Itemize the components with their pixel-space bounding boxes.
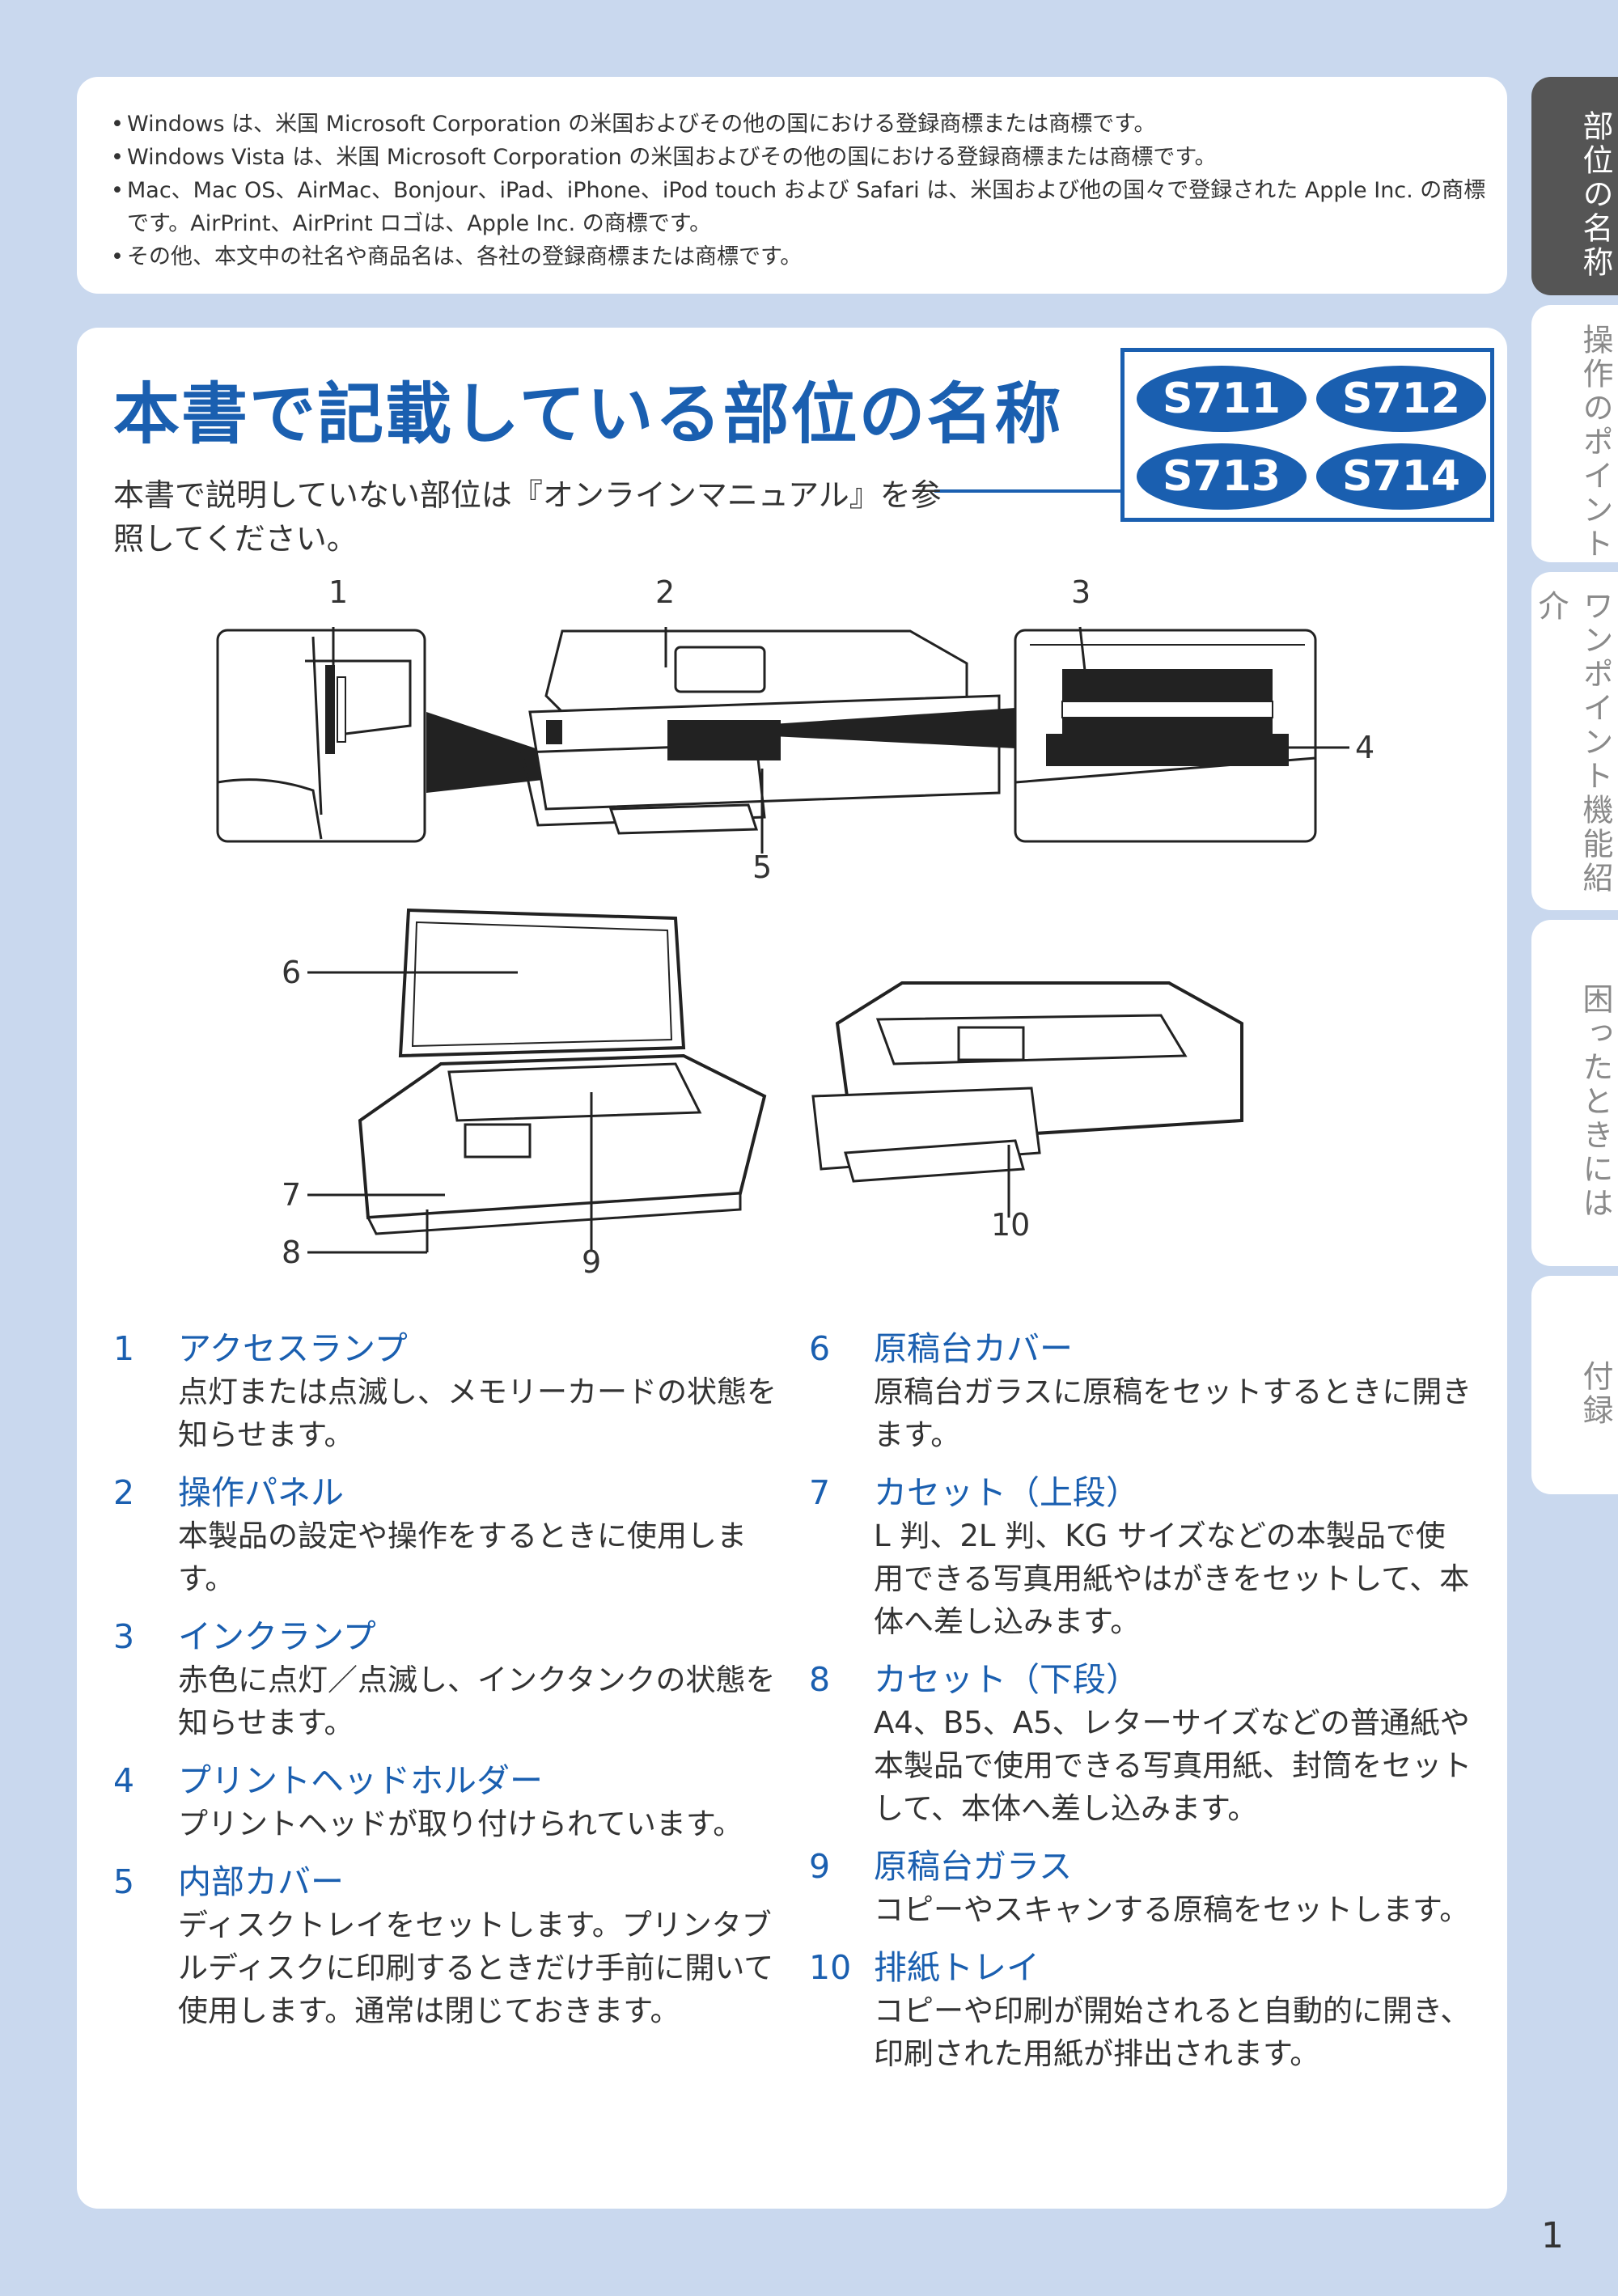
part-number: 2 [113, 1473, 135, 1512]
page-title: 本書で記載している部位の名称 [113, 376, 1063, 453]
part-name: 内部カバー [178, 1862, 344, 1901]
model-badge-box: S711 S712 S713 S714 [1120, 348, 1494, 522]
zoom-wedge [773, 708, 1015, 748]
part-description: コピーやスキャンする原稿をセットします。 [874, 1892, 1470, 1927]
trademark-notice: Windows は、米国 Microsoft Corporation の米国およ… [77, 77, 1507, 294]
part-name: 原稿台ガラス [874, 1847, 1073, 1886]
callout-3: 3 [1071, 574, 1091, 610]
callout-4: 4 [1355, 730, 1375, 765]
part-item: 9 原稿台ガラス コピーやスキャンする原稿をセットします。 [809, 1845, 1472, 1931]
trademark-list: Windows は、米国 Microsoft Corporation の米国およ… [77, 77, 1507, 273]
model-badge: S713 [1137, 443, 1307, 510]
tab-troubleshooting[interactable]: 困ったときには [1531, 920, 1618, 1266]
main-content: 本書で記載している部位の名称 S711 S712 S713 S714 本書で説明… [77, 328, 1507, 2209]
part-number: 10 [809, 1948, 852, 1987]
part-name: 操作パネル [178, 1473, 344, 1512]
part-name: プリントヘッドホルダー [178, 1761, 543, 1800]
scanner-open-figure [358, 908, 767, 1235]
tab-part-names[interactable]: 部位の名称 [1531, 77, 1618, 295]
part-item: 8 カセット（下段） A4、B5、A5、レターサイズなどの普通紙や本製品で使用で… [809, 1658, 1472, 1830]
part-item: 10 排紙トレイ コピーや印刷が開始されると自動的に開き、印刷された用紙が排出さ… [809, 1946, 1472, 2075]
part-item: 6 原稿台カバー 原稿台ガラスに原稿をセットするときに開きます。 [809, 1327, 1472, 1456]
tab-appendix[interactable]: 付録 [1531, 1276, 1618, 1494]
callout-9: 9 [582, 1244, 602, 1280]
part-description: ディスクトレイをセットします。プリンタブルディスクに印刷するときだけ手前に開いて… [178, 1908, 774, 2028]
callout-leader-lines [307, 626, 1349, 1254]
part-name: アクセスランプ [178, 1329, 408, 1368]
tab-operation-points[interactable]: 操作のポイント [1531, 305, 1618, 562]
printer-closed-figure [811, 981, 1243, 1183]
part-item: 1 アクセスランプ 点灯または点滅し、メモリーカードの状態を知らせます。 [113, 1327, 777, 1456]
ink-tank-closeup-figure [1014, 629, 1317, 843]
part-description: 点灯または点滅し、メモリーカードの状態を知らせます。 [178, 1375, 777, 1452]
intro-text: 本書で説明していない部位は『オンラインマニュアル』を参照してください。 [113, 477, 942, 557]
part-description: A4、B5、A5、レターサイズなどの普通紙や本製品で使用できる写真用紙、封筒をセ… [874, 1705, 1472, 1826]
part-number: 6 [809, 1329, 831, 1368]
part-name: カセット（下段） [874, 1660, 1139, 1699]
trademark-item: Windows Vista は、米国 Microsoft Corporation… [111, 141, 1507, 174]
part-number: 8 [809, 1660, 831, 1699]
part-description: 原稿台ガラスに原稿をセットするときに開きます。 [874, 1375, 1472, 1452]
model-badge: S714 [1316, 443, 1486, 510]
part-name: 排紙トレイ [874, 1948, 1040, 1987]
part-description: L 判、2L 判、KG サイズなどの本製品で使用できる写真用紙やはがきをセットし… [874, 1519, 1470, 1639]
part-name: インクランプ [178, 1617, 376, 1656]
callout-1: 1 [328, 574, 349, 610]
parts-list-right: 6 原稿台カバー 原稿台ガラスに原稿をセットするときに開きます。 7 カセット（… [809, 1327, 1472, 2090]
part-item: 3 インクランプ 赤色に点灯／点滅し、インクタンクの状態を知らせます。 [113, 1615, 777, 1744]
part-item: 7 カセット（上段） L 判、2L 判、KG サイズなどの本製品で使用できる写真… [809, 1471, 1472, 1643]
callout-6: 6 [282, 955, 302, 990]
part-number: 5 [113, 1862, 135, 1901]
callout-2: 2 [655, 574, 676, 610]
page-number: 1 [1541, 2215, 1564, 2256]
callout-7: 7 [282, 1177, 302, 1213]
part-item: 4 プリントヘッドホルダー プリントヘッドが取り付けられています。 [113, 1759, 777, 1845]
model-badge: S711 [1137, 366, 1307, 432]
zoom-wedge [426, 712, 572, 793]
part-number: 9 [809, 1847, 831, 1886]
part-name: 原稿台カバー [874, 1329, 1073, 1368]
trademark-item: Windows は、米国 Microsoft Corporation の米国およ… [111, 108, 1507, 141]
callout-10: 10 [991, 1207, 1031, 1243]
part-number: 4 [113, 1761, 135, 1800]
tab-one-point-features[interactable]: ワンポイント機能紹介 [1531, 572, 1618, 910]
part-number: 7 [809, 1473, 831, 1512]
part-number: 3 [113, 1617, 135, 1656]
part-description: コピーや印刷が開始されると自動的に開き、印刷された用紙が排出されます。 [874, 1993, 1471, 2071]
model-badge: S712 [1316, 366, 1486, 432]
part-description: 赤色に点灯／点滅し、インクタンクの状態を知らせます。 [178, 1663, 776, 1740]
part-item: 2 操作パネル 本製品の設定や操作をするときに使用します。 [113, 1471, 777, 1600]
part-number: 1 [113, 1329, 135, 1368]
parts-list-left: 1 アクセスランプ 点灯または点滅し、メモリーカードの状態を知らせます。 2 操… [113, 1327, 777, 2047]
part-item: 5 内部カバー ディスクトレイをセットします。プリンタブルディスクに印刷するとき… [113, 1860, 777, 2032]
trademark-item: Mac、Mac OS、AirMac、Bonjour、iPad、iPhone、iP… [111, 174, 1507, 240]
part-name: カセット（上段） [874, 1473, 1139, 1512]
callout-8: 8 [282, 1235, 302, 1270]
trademark-item: その他、本文中の社名や商品名は、各社の登録商標または商標です。 [111, 240, 1507, 273]
part-description: プリントヘッドが取り付けられています。 [178, 1807, 743, 1841]
callout-5: 5 [752, 849, 773, 885]
part-description: 本製品の設定や操作をするときに使用します。 [178, 1519, 747, 1596]
connector-line [934, 489, 1122, 493]
